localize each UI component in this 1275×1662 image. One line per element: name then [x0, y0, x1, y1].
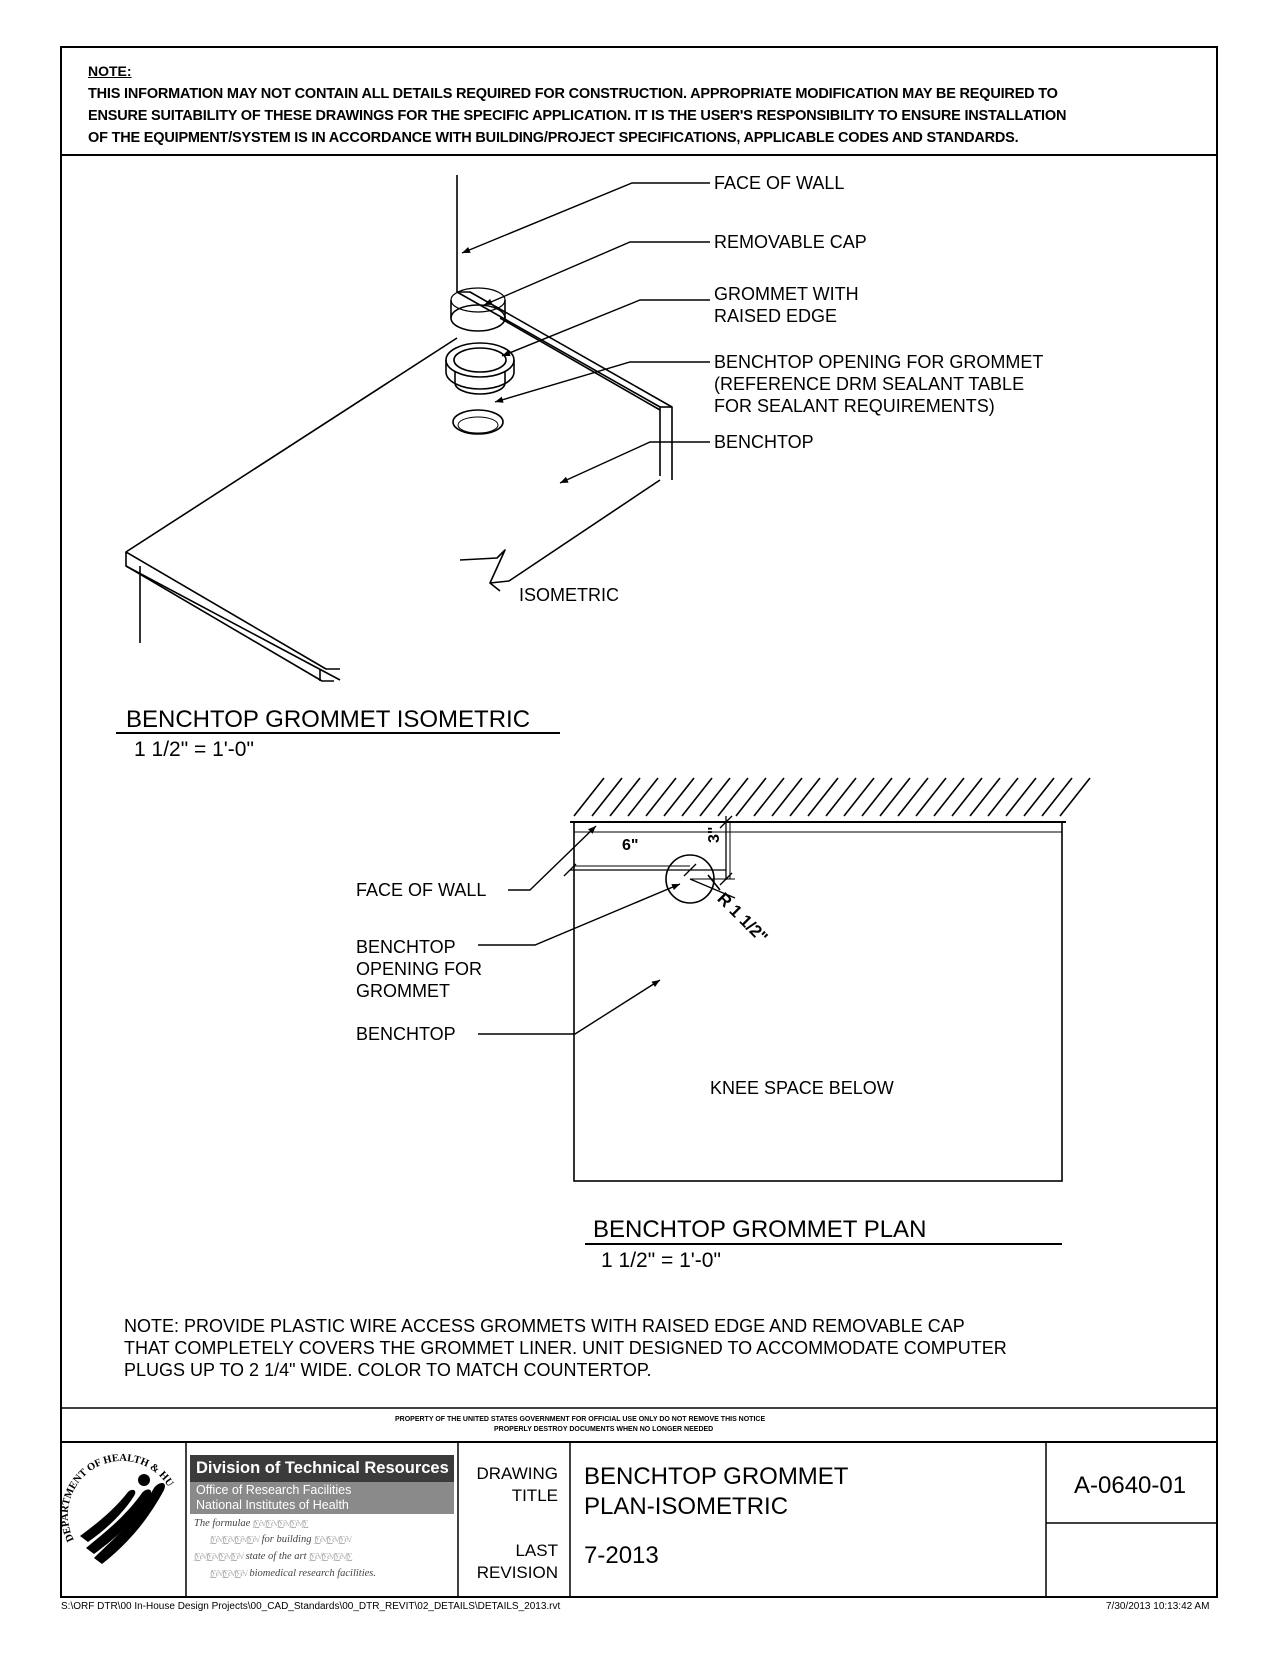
- plan-dim-6: 6": [622, 837, 639, 854]
- hatch-line: [663, 777, 695, 817]
- hhs-seal-icon: DEPARTMENT OF HEALTH & HUMAN SERVICES·US…: [60, 1453, 175, 1564]
- property-notice-1: PROPERTY OF THE UNITED STATES GOVERNMENT…: [395, 1416, 766, 1423]
- hatch-line: [1023, 777, 1055, 817]
- hatch-line: [753, 777, 785, 817]
- isometric-title: BENCHTOP GROMMET ISOMETRIC: [126, 706, 531, 733]
- hatch-line: [609, 777, 641, 817]
- formula-squiggle-icon: ∫∑∂√∫∑∂√∫∑∂√: [210, 1569, 248, 1578]
- isometric-leaders: [461, 182, 710, 484]
- iso-label-grommet-2: RAISED EDGE: [714, 306, 838, 326]
- iso-label-opening-3: FOR SEALANT REQUIREMENTS): [714, 396, 995, 416]
- hatch-line: [717, 777, 749, 817]
- iso-label-face-of-wall: FACE OF WALL: [714, 173, 845, 193]
- property-notice-2: PROPERLY DESTROY DOCUMENTS WHEN NO LONGE…: [494, 1426, 714, 1433]
- dtr-tagline-3: state of the art: [245, 1551, 307, 1562]
- hatch-line: [771, 777, 803, 817]
- footer-timestamp: 7/30/2013 10:13:42 AM: [1106, 1601, 1210, 1612]
- drawing-number: A-0640-01: [1074, 1472, 1187, 1499]
- drawing-title-label-2: TITLE: [511, 1486, 558, 1505]
- plan-label-benchtop: BENCHTOP: [356, 1024, 456, 1044]
- dtr-tagline: The formulae ∫∑∂√∫∑∂√∫∑∂√∫∑∂√∫∑ ∫∑∂√∫∑∂√…: [190, 1516, 454, 1588]
- plan-label-opening-3: GROMMET: [356, 981, 450, 1001]
- dtr-org-sub-1: Office of Research Facilities: [196, 1483, 352, 1497]
- plan-label-knee-space: KNEE SPACE BELOW: [710, 1078, 894, 1098]
- bottom-note-line-1: NOTE: PROVIDE PLASTIC WIRE ACCESS GROMME…: [124, 1316, 965, 1336]
- drawing-title-label-1: DRAWING: [476, 1464, 558, 1483]
- hatch-line: [825, 777, 857, 817]
- drawing-title-2: PLAN-ISOMETRIC: [584, 1493, 789, 1520]
- dtr-tagline-2: for building: [261, 1534, 312, 1545]
- iso-label-benchtop: BENCHTOP: [714, 432, 814, 452]
- hatch-line: [645, 777, 677, 817]
- wall-hatch: [573, 777, 1091, 817]
- hatch-line: [861, 777, 893, 817]
- sheet-border: [60, 46, 1218, 1598]
- hatch-line: [735, 777, 767, 817]
- formula-squiggle-icon: ∫∑∂√∫∑∂√∫∑∂√∫∑∂√: [194, 1552, 244, 1561]
- bottom-note-line-3: PLUGS UP TO 2 1/4" WIDE. COLOR TO MATCH …: [124, 1360, 652, 1380]
- hatch-line: [969, 777, 1001, 817]
- iso-label-grommet-1: GROMMET WITH: [714, 284, 859, 304]
- hatch-line: [681, 777, 713, 817]
- last-revision-label-2: REVISION: [476, 1563, 558, 1582]
- isometric-benchtop: [125, 175, 673, 682]
- hatch-line: [879, 777, 911, 817]
- hatch-line: [987, 777, 1019, 817]
- last-revision-label-1: LAST: [515, 1541, 558, 1560]
- top-note-line-1: THIS INFORMATION MAY NOT CONTAIN ALL DET…: [88, 86, 1058, 102]
- isometric-scale: 1 1/2" = 1'-0": [134, 738, 254, 761]
- top-note-heading: NOTE:: [88, 63, 132, 79]
- plan-scale: 1 1/2" = 1'-0": [601, 1249, 721, 1272]
- bottom-note-line-2: THAT COMPLETELY COVERS THE GROMMET LINER…: [124, 1338, 1007, 1358]
- formula-squiggle-icon: ∫∑∂√∫∑∂√∫∑∂√: [314, 1535, 352, 1544]
- hatch-line: [807, 777, 839, 817]
- hatch-line: [1041, 777, 1073, 817]
- hatch-line: [627, 777, 659, 817]
- plan-dimensions: [563, 815, 736, 899]
- hatch-line: [699, 777, 731, 817]
- hatch-line: [591, 777, 623, 817]
- plan-label-opening-1: BENCHTOP: [356, 937, 456, 957]
- iso-label-removable-cap: REMOVABLE CAP: [714, 232, 867, 252]
- hatch-line: [843, 777, 875, 817]
- footer-file-path: S:\ORF DTR\00 In-House Design Projects\0…: [61, 1601, 561, 1612]
- plan-label-face-of-wall: FACE OF WALL: [356, 880, 487, 900]
- dtr-org-sub-2: National Institutes of Health: [196, 1498, 349, 1512]
- hatch-line: [1059, 777, 1091, 817]
- hatch-line: [897, 777, 929, 817]
- dtr-tagline-4: biomedical research facilities.: [249, 1568, 376, 1579]
- plan-title: BENCHTOP GROMMET PLAN: [593, 1216, 927, 1243]
- top-note-line-2: ENSURE SUITABILITY OF THESE DRAWINGS FOR…: [88, 108, 1067, 124]
- hatch-line: [1005, 777, 1037, 817]
- hatch-line: [933, 777, 965, 817]
- formula-squiggle-icon: ∫∑∂√∫∑∂√∫∑∂√∫∑∂√∫∑: [252, 1519, 309, 1528]
- last-revision-value: 7-2013: [584, 1542, 659, 1569]
- hatch-line: [915, 777, 947, 817]
- plan-view: [570, 821, 1066, 1182]
- hatch-line: [789, 777, 821, 817]
- iso-label-opening-2: (REFERENCE DRM SEALANT TABLE: [714, 374, 1025, 394]
- dtr-org-name: Division of Technical Resources: [190, 1455, 454, 1482]
- plan-label-opening-2: OPENING FOR: [356, 959, 483, 979]
- plan-leaders: [478, 825, 681, 1035]
- dtr-tagline-1: The formulae: [194, 1518, 251, 1529]
- iso-label-opening-1: BENCHTOP OPENING FOR GROMMET: [714, 352, 1044, 372]
- hatch-line: [951, 777, 983, 817]
- hatch-line: [573, 777, 605, 817]
- dtr-org-sub: Office of Research Facilities National I…: [190, 1482, 454, 1514]
- drawing-title-1: BENCHTOP GROMMET: [584, 1463, 849, 1490]
- top-note-line-3: OF THE EQUIPMENT/SYSTEM IS IN ACCORDANCE…: [88, 130, 1019, 146]
- iso-view-name: ISOMETRIC: [519, 585, 620, 605]
- formula-squiggle-icon: ∫∑∂√∫∑∂√∫∑∂√∫∑∂√: [210, 1535, 260, 1544]
- plan-dim-3: 3": [706, 826, 723, 843]
- formula-squiggle-icon: ∫∑∂√∫∑∂√∫∑∂√∫∑: [309, 1552, 353, 1561]
